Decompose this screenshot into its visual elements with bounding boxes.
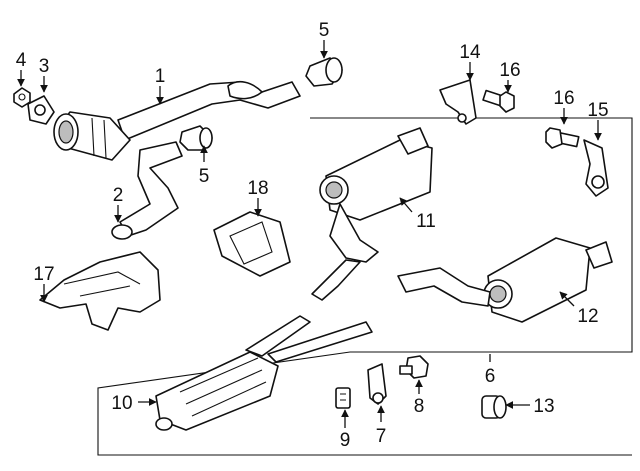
clamp-upper[interactable] (305, 57, 343, 87)
rubber-insulator[interactable] (481, 395, 507, 419)
hanger-bracket-b[interactable] (583, 139, 609, 197)
muffler-right[interactable] (397, 237, 613, 323)
callout-5a: 5 (319, 20, 330, 41)
callout-17: 17 (33, 264, 54, 285)
intermediate-pipe[interactable] (111, 141, 183, 240)
hanger-bracket-a[interactable] (439, 79, 477, 125)
callout-18: 18 (247, 178, 268, 199)
callout-10: 10 (111, 393, 132, 414)
clip[interactable] (335, 387, 351, 409)
callout-14: 14 (459, 42, 481, 63)
front-pipe-catalyst[interactable] (53, 80, 301, 161)
resonator-assembly[interactable] (155, 315, 373, 431)
callout-5b: 5 (199, 166, 210, 187)
callout-1: 1 (155, 66, 166, 87)
callout-16a: 16 (499, 60, 520, 81)
gasket[interactable] (27, 95, 55, 125)
callout-12: 12 (577, 306, 598, 327)
callout-8: 8 (414, 396, 425, 417)
assembly-outline (97, 117, 633, 456)
callout-13: 13 (533, 396, 554, 417)
callout-11: 11 (416, 211, 436, 232)
leader-12 (559, 291, 575, 307)
leader-11 (399, 197, 413, 213)
callout-2: 2 (113, 185, 124, 206)
bolt-a[interactable] (482, 89, 515, 113)
clamp-lower[interactable] (179, 125, 213, 151)
hanger-insulator[interactable] (367, 363, 387, 405)
callout-15: 15 (587, 100, 608, 121)
heat-shield-front[interactable] (39, 251, 161, 331)
callout-6: 6 (485, 366, 496, 387)
bolt-b[interactable] (545, 127, 580, 149)
callout-9: 9 (340, 430, 351, 451)
bolt-c[interactable] (399, 355, 429, 379)
callout-7: 7 (376, 426, 387, 447)
nut[interactable] (13, 87, 31, 108)
callout-4: 4 (16, 50, 27, 71)
callout-3: 3 (39, 56, 50, 77)
callout-16b: 16 (553, 88, 574, 109)
heat-shield-bracket[interactable] (213, 211, 291, 277)
